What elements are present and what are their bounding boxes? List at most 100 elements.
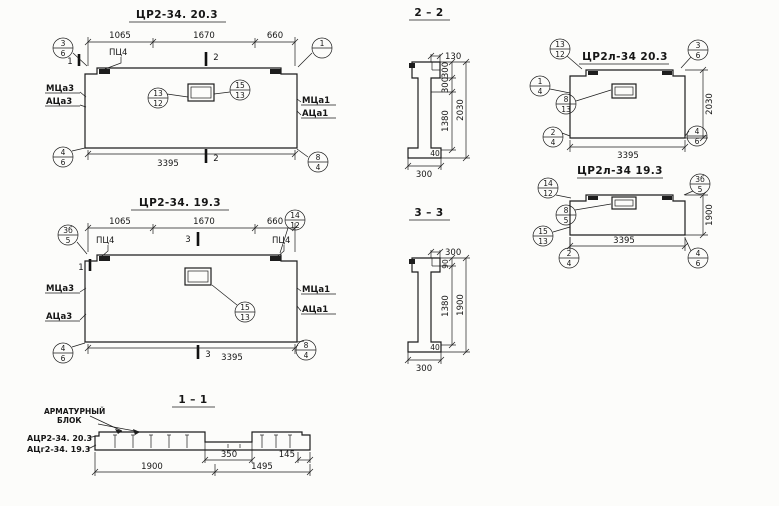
- embed-plate: [662, 196, 672, 200]
- leader-line: [211, 284, 238, 306]
- panel-outline: [569, 194, 686, 236]
- svg-text:5: 5: [66, 236, 71, 245]
- dimension-top: 1065 1670 660: [84, 31, 299, 66]
- drawing-title: ЦР2-34. 19.3: [139, 197, 221, 209]
- svg-text:13: 13: [235, 91, 245, 100]
- svg-text:4: 4: [316, 163, 321, 172]
- svg-text:1: 1: [538, 77, 543, 86]
- svg-text:4: 4: [304, 351, 309, 360]
- svg-text:8: 8: [564, 95, 569, 104]
- svg-text:6: 6: [696, 51, 701, 60]
- callout-1-4: 14: [529, 75, 551, 97]
- callout-8-4: 84: [295, 339, 317, 361]
- leader-line: [552, 226, 571, 233]
- section-3-3: 3 – 3 300 90 1380 1900: [404, 207, 470, 374]
- svg-text:15: 15: [235, 81, 245, 90]
- embed-plate: [99, 256, 110, 261]
- dimension-foot: 300 40: [404, 343, 445, 374]
- leader-line: [296, 148, 309, 158]
- svg-text:2: 2: [567, 249, 572, 258]
- leader-line: [574, 203, 612, 211]
- dim-label: 300: [441, 77, 451, 93]
- section-title: 1 – 1: [178, 394, 207, 406]
- note-label: БЛОК: [57, 416, 82, 425]
- window-opening-inner: [190, 86, 212, 99]
- dimension-height: 1900: [685, 191, 715, 239]
- section-1-mark: 1: [67, 54, 81, 67]
- embed-plate-label: ПЦ4: [272, 236, 290, 246]
- svg-text:4: 4: [538, 87, 543, 96]
- leader-line: [297, 52, 313, 68]
- dim-label: 660: [267, 217, 283, 227]
- section-profile: [407, 257, 442, 353]
- dim-label: 3395: [221, 353, 243, 363]
- callout-1: 1: [311, 37, 333, 59]
- svg-text:6: 6: [61, 49, 66, 58]
- loop-label: АЦа1: [302, 305, 328, 315]
- dimension-height: 2030: [685, 66, 715, 142]
- leader-line: [104, 57, 122, 70]
- dimension-overall-height: 2030: [441, 58, 470, 162]
- callout-3b-5: 3б5: [57, 224, 79, 246]
- dimension-lower: 1900 1495: [91, 452, 314, 476]
- svg-text:6: 6: [61, 158, 66, 167]
- svg-text:13: 13: [555, 40, 565, 49]
- dim-label: 1065: [109, 31, 131, 41]
- svg-text:2: 2: [551, 128, 556, 137]
- panel-outline: [569, 69, 686, 139]
- loop-label: АЦа3: [46, 97, 72, 107]
- callout-8-4: 84: [307, 151, 329, 173]
- window-opening: [184, 267, 212, 286]
- window-opening-inner: [187, 270, 209, 283]
- callout-3-6: 36: [52, 37, 74, 59]
- dim-label: 1380: [441, 295, 451, 317]
- leader-line: [684, 130, 690, 137]
- dim-label: 300: [416, 364, 432, 374]
- note-label: АРМАТУРНЫЙ: [44, 407, 105, 416]
- section-mark-label: 2: [213, 53, 218, 63]
- leader-line: [684, 237, 692, 252]
- dim-label: 1900: [456, 294, 466, 316]
- leader-line: [71, 342, 86, 348]
- dim-label: 1065: [109, 217, 131, 227]
- svg-text:4: 4: [61, 344, 66, 353]
- loop-label: МЦа1: [302, 96, 330, 106]
- loop-label: МЦа3: [46, 84, 74, 94]
- leader-line: [76, 241, 88, 255]
- section-mark-label: 3: [205, 350, 210, 360]
- svg-text:4: 4: [551, 138, 556, 147]
- svg-text:12: 12: [555, 50, 565, 59]
- dim-label: 660: [267, 31, 283, 41]
- svg-text:13: 13: [561, 105, 571, 114]
- callout-3-6: 36: [687, 39, 709, 61]
- embed-plate: [588, 196, 598, 200]
- embed-plate: [99, 69, 110, 74]
- embed-plate-label: ПЦ4: [96, 236, 114, 246]
- section-mark-label: 1: [78, 263, 83, 273]
- svg-text:4: 4: [696, 249, 701, 258]
- dim-label: 145: [279, 450, 295, 460]
- svg-text:8: 8: [304, 341, 309, 350]
- svg-text:1: 1: [320, 39, 325, 48]
- leader-line: [575, 89, 612, 102]
- callout-8-5: 85: [555, 204, 577, 226]
- drawing-cr2-34-19-3: ЦР2-34. 19.3 1065 1670 660 3 3 1 ПЦ4 ПЦ4: [45, 197, 336, 364]
- section-mark-label: 1: [67, 57, 72, 67]
- leader-line: [213, 91, 231, 95]
- dim-label: 1380: [441, 110, 451, 132]
- embed-plate: [270, 69, 281, 74]
- dim-label: 3395: [617, 151, 639, 161]
- dimension-chain-right: 90 1380: [440, 254, 470, 349]
- dimension-top: 1065 1670 660: [84, 217, 299, 252]
- svg-text:5: 5: [698, 185, 703, 194]
- loop-label: АЦа1: [302, 109, 328, 119]
- window-opening-inner: [614, 199, 634, 207]
- leader-line: [566, 55, 583, 70]
- leader-line: [279, 227, 289, 254]
- svg-text:4: 4: [695, 127, 700, 136]
